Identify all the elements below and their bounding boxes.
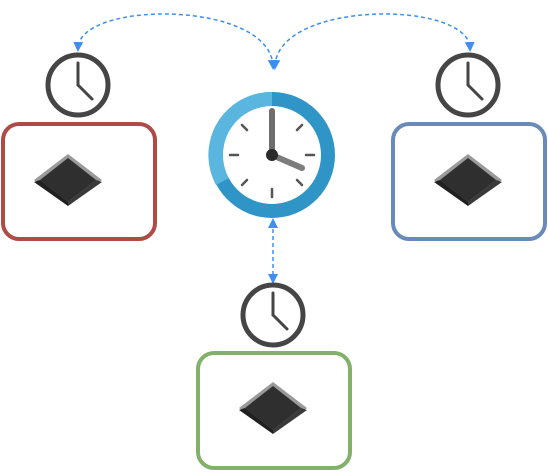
chip-left bbox=[34, 154, 102, 206]
local-clock-bottom bbox=[240, 282, 306, 348]
local-clock-right bbox=[435, 52, 501, 118]
microchip-icon bbox=[34, 154, 102, 206]
chip-bottom bbox=[239, 382, 307, 434]
clock-icon bbox=[435, 52, 501, 118]
microchip-icon bbox=[434, 154, 502, 206]
arrow-master-to-left bbox=[73, 13, 278, 70]
chip-right bbox=[434, 154, 502, 206]
master-clock bbox=[208, 91, 335, 218]
arrow-master-to-right bbox=[270, 13, 475, 70]
clock-icon bbox=[45, 52, 111, 118]
microchip-icon bbox=[239, 382, 307, 434]
connector-arrows bbox=[73, 13, 475, 284]
clock-icon bbox=[240, 282, 306, 348]
wall-clock-icon bbox=[208, 91, 335, 218]
local-clock-left bbox=[45, 52, 111, 118]
